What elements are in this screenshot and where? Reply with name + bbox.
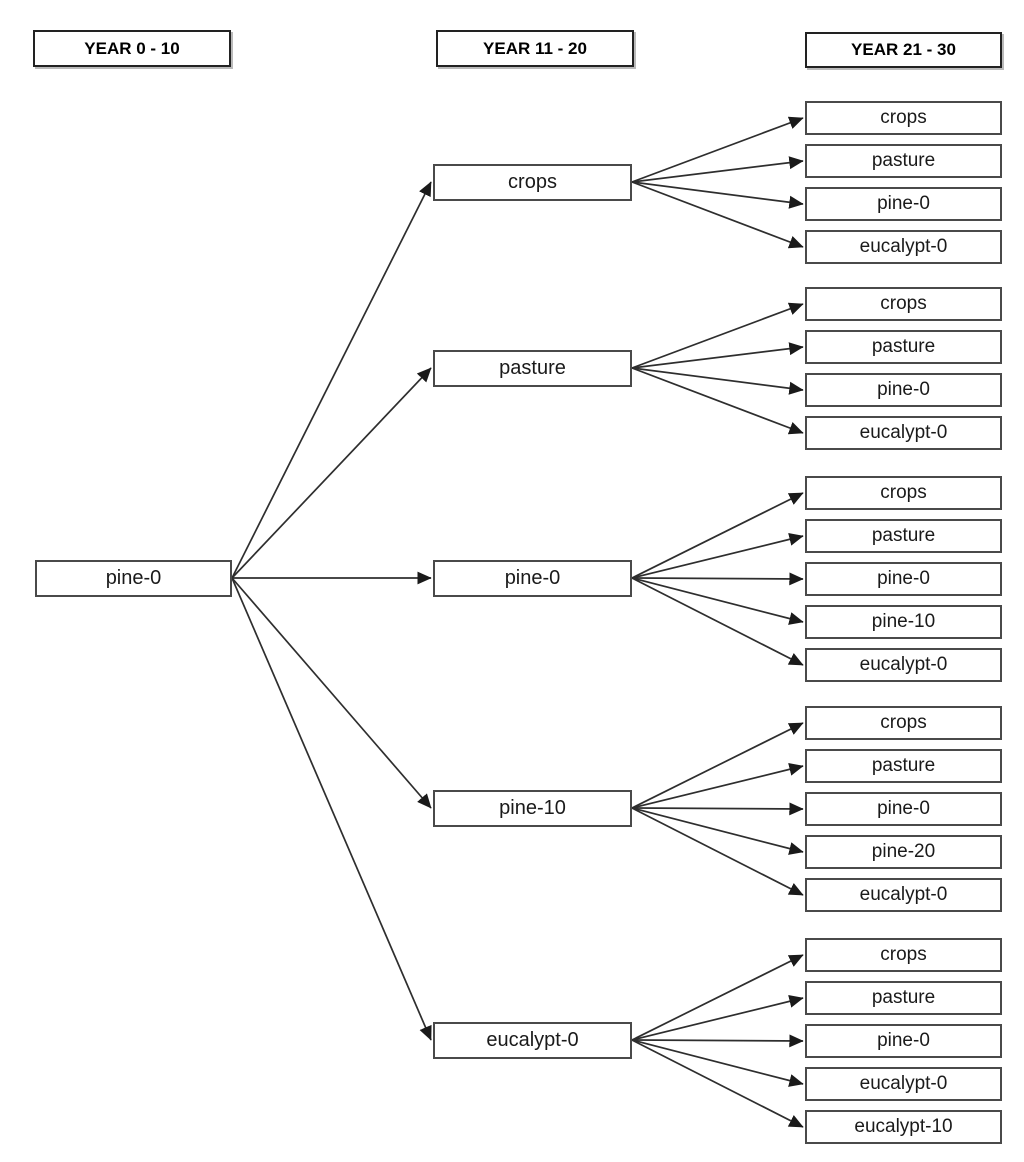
node-b0-pasture: pasture bbox=[805, 144, 1002, 178]
node-b2-pine-0: pine-0 bbox=[805, 562, 1002, 596]
node-b0-eucalypt-0: eucalypt-0 bbox=[805, 230, 1002, 264]
node-b4-pine-0: pine-0 bbox=[805, 1024, 1002, 1058]
arrow-b4-to-eucalypt-0 bbox=[631, 1039, 804, 1087]
node-b3-crops: crops bbox=[805, 706, 1002, 740]
column-header-year-0-10: YEAR 0 - 10 bbox=[33, 30, 231, 67]
node-b3-eucalypt-0: eucalypt-0 bbox=[805, 878, 1002, 912]
node-b4-pasture: pasture bbox=[805, 981, 1002, 1015]
node-b3-pine-0: pine-0 bbox=[805, 792, 1002, 826]
arrow-root-to-eucalypt-0 bbox=[231, 577, 432, 1041]
node-y11-pine-10: pine-10 bbox=[433, 790, 632, 827]
arrow-b1-to-pine-0 bbox=[631, 367, 804, 395]
arrow-root-to-pasture bbox=[231, 367, 432, 579]
column-header-year-11-20: YEAR 11 - 20 bbox=[436, 30, 634, 67]
node-y11-crops: crops bbox=[433, 164, 632, 201]
arrow-b2-to-pine-0 bbox=[631, 572, 804, 586]
node-b0-pine-0: pine-0 bbox=[805, 187, 1002, 221]
node-b1-pasture: pasture bbox=[805, 330, 1002, 364]
arrow-root-to-pine-10 bbox=[231, 577, 432, 809]
arrow-b2-to-eucalypt-0 bbox=[631, 577, 804, 666]
arrow-b2-to-pasture bbox=[631, 532, 804, 579]
node-b3-pasture: pasture bbox=[805, 749, 1002, 783]
node-b3-pine-20: pine-20 bbox=[805, 835, 1002, 869]
node-y11-pasture: pasture bbox=[433, 350, 632, 387]
arrow-b4-to-pine-0 bbox=[631, 1034, 804, 1048]
arrow-b1-to-eucalypt-0 bbox=[631, 367, 804, 435]
node-b4-eucalypt-0: eucalypt-0 bbox=[805, 1067, 1002, 1101]
arrow-b3-to-eucalypt-0 bbox=[631, 807, 804, 896]
arrow-b4-to-crops bbox=[631, 954, 804, 1041]
node-y11-eucalypt-0: eucalypt-0 bbox=[433, 1022, 632, 1059]
arrow-b0-to-pasture bbox=[631, 156, 804, 183]
arrow-b3-to-pasture bbox=[631, 762, 804, 809]
node-b2-eucalypt-0: eucalypt-0 bbox=[805, 648, 1002, 682]
arrow-b2-to-pine-10 bbox=[631, 577, 804, 625]
arrow-b4-to-pasture bbox=[631, 994, 804, 1041]
node-b4-crops: crops bbox=[805, 938, 1002, 972]
arrow-b0-to-pine-0 bbox=[631, 181, 804, 209]
arrow-b0-to-crops bbox=[631, 116, 804, 183]
arrow-b4-to-eucalypt-10 bbox=[631, 1039, 804, 1128]
node-b4-eucalypt-10: eucalypt-10 bbox=[805, 1110, 1002, 1144]
node-b2-pine-10: pine-10 bbox=[805, 605, 1002, 639]
node-b1-pine-0: pine-0 bbox=[805, 373, 1002, 407]
arrow-b1-to-crops bbox=[631, 302, 804, 369]
arrow-b0-to-eucalypt-0 bbox=[631, 181, 804, 249]
arrow-b3-to-crops bbox=[631, 722, 804, 809]
node-b1-crops: crops bbox=[805, 287, 1002, 321]
arrow-b3-to-pine-0 bbox=[631, 802, 804, 816]
arrow-b2-to-crops bbox=[631, 492, 804, 579]
node-y11-pine-0: pine-0 bbox=[433, 560, 632, 597]
node-b0-crops: crops bbox=[805, 101, 1002, 135]
arrow-b1-to-pasture bbox=[631, 342, 804, 369]
node-root-pine-0: pine-0 bbox=[35, 560, 232, 597]
node-b1-eucalypt-0: eucalypt-0 bbox=[805, 416, 1002, 450]
arrow-root-to-crops bbox=[231, 181, 432, 579]
node-b2-pasture: pasture bbox=[805, 519, 1002, 553]
node-b2-crops: crops bbox=[805, 476, 1002, 510]
column-header-year-21-30: YEAR 21 - 30 bbox=[805, 32, 1002, 68]
arrow-b3-to-pine-20 bbox=[631, 807, 804, 855]
